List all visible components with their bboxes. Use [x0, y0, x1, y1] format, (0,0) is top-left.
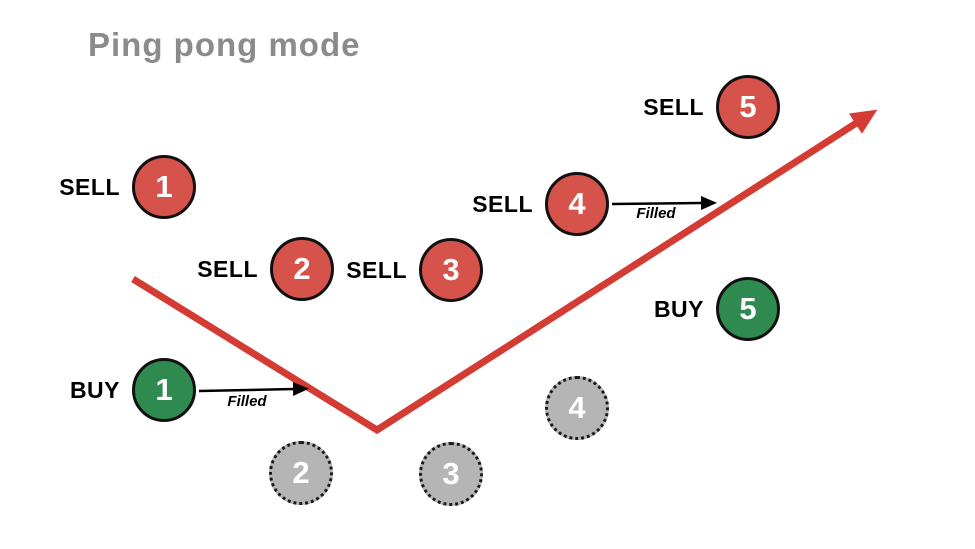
- buy-order-circle-1: 1: [132, 358, 196, 422]
- pending-order-circle-4: 4: [545, 376, 609, 440]
- pending-order-circle-2: 2: [269, 441, 333, 505]
- order-buy-5: BUY 5: [624, 277, 780, 341]
- pending-order-circle-3: 3: [419, 442, 483, 506]
- order-side-label: SELL: [472, 190, 533, 217]
- sell-order-circle-5: 5: [716, 75, 780, 139]
- order-pending-4: 4: [545, 376, 609, 440]
- order-pending-2: 2: [269, 441, 333, 505]
- order-side-label: BUY: [653, 295, 704, 322]
- sell-order-circle-4: 4: [545, 172, 609, 236]
- order-side-label: SELL: [346, 256, 407, 283]
- order-sell-4: SELL 4: [453, 172, 609, 236]
- order-side-label: SELL: [59, 173, 120, 200]
- filled-arrow-sell-4: [611, 196, 717, 211]
- sell-order-circle-2: 2: [270, 237, 334, 301]
- order-buy-1: BUY 1: [40, 358, 196, 422]
- buy-order-circle-5: 5: [716, 277, 780, 341]
- diagram-title: Ping pong mode: [88, 26, 361, 63]
- order-sell-2: SELL 2: [178, 237, 334, 301]
- filled-arrow-buy-1: [198, 382, 309, 397]
- order-sell-1: SELL 1: [40, 155, 196, 219]
- order-side-label: BUY: [69, 376, 120, 403]
- filled-annotation-sell-4: Filled: [636, 205, 676, 222]
- sell-order-circle-3: 3: [419, 238, 483, 302]
- order-sell-3: SELL 3: [327, 238, 483, 302]
- price-trend-arrow: [131, 109, 878, 435]
- order-side-label: SELL: [643, 93, 704, 120]
- order-sell-5: SELL 5: [624, 75, 780, 139]
- order-side-label: SELL: [197, 255, 258, 282]
- order-pending-3: 3: [419, 442, 483, 506]
- sell-order-circle-1: 1: [132, 155, 196, 219]
- filled-annotation-buy-1: Filled: [227, 393, 267, 410]
